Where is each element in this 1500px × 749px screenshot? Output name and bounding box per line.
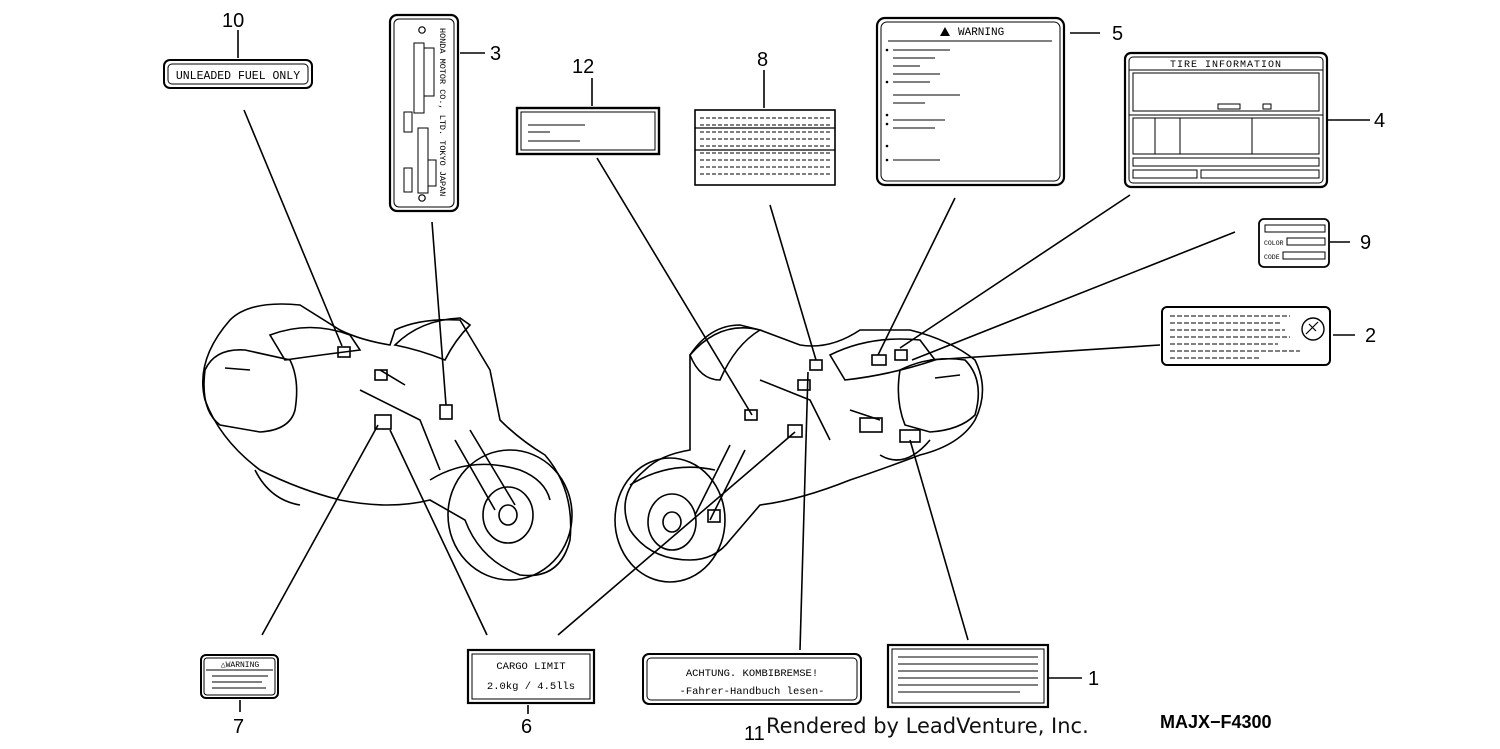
cargo-value-text: 2.0kg / 4.5lls — [487, 681, 575, 693]
label-1-plate — [886, 643, 1050, 709]
label-6-cargo-limit: CARGO LIMIT 2.0kg / 4.5lls — [466, 648, 596, 705]
color-word: COLOR — [1264, 240, 1284, 247]
callout-4: 4 — [1374, 110, 1385, 132]
code-word: CODE — [1264, 254, 1280, 261]
callout-6: 6 — [521, 716, 532, 738]
label-2-noise-emission — [1161, 306, 1331, 366]
callout-1: 1 — [1088, 668, 1099, 690]
warning-small-text: △WARNING — [221, 661, 260, 670]
callout-7: 7 — [233, 716, 244, 738]
callout-5: 5 — [1112, 23, 1123, 45]
callout-12: 12 — [572, 56, 594, 78]
callout-11: 11 — [744, 723, 765, 745]
drawing-code: MAJX−F4300 — [1160, 712, 1272, 732]
achtung-line2-text: -Fahrer-Handbuch lesen- — [680, 686, 825, 698]
label-12-plate — [515, 106, 661, 156]
unleaded-label-text: UNLEADED FUEL ONLY — [176, 70, 300, 83]
cargo-title-text: CARGO LIMIT — [496, 661, 565, 673]
leader-lines — [237, 30, 1370, 714]
callout-2: 2 — [1365, 325, 1376, 347]
warning-top-text: WARNING — [958, 27, 1004, 39]
label-4-tire-information: TIRE INFORMATION — [1123, 51, 1329, 189]
achtung-line1-text: ACHTUNG. KOMBIBREMSE! — [686, 668, 818, 680]
callout-numbers: 10 3 12 8 5 4 9 2 1 7 6 11 — [222, 10, 1385, 745]
label-7-warning-small: △WARNING — [200, 654, 279, 699]
motorcycle-right-illustration — [614, 324, 984, 583]
callout-8: 8 — [757, 49, 768, 71]
motorcycle-left-illustration — [202, 303, 573, 581]
honda-plate-text: HONDA MOTOR CO., LTD. TOKYO JAPAN — [437, 28, 447, 196]
label-5-warning: WARNING — [875, 16, 1066, 187]
label-9-color-code: COLOR CODE — [1258, 218, 1330, 268]
label-11-achtung: ACHTUNG. KOMBIBREMSE! -Fahrer-Handbuch l… — [642, 653, 862, 705]
label-8-multilingual — [694, 109, 836, 186]
callout-3: 3 — [490, 43, 501, 65]
callout-10: 10 — [222, 10, 244, 32]
callout-9: 9 — [1360, 232, 1371, 254]
label-3-honda-plate: HONDA MOTOR CO., LTD. TOKYO JAPAN — [388, 13, 460, 213]
rendered-by-credit: Rendered by LeadVenture, Inc. — [766, 714, 1089, 738]
tire-info-text: TIRE INFORMATION — [1170, 60, 1282, 71]
label-10-unleaded-fuel: UNLEADED FUEL ONLY — [163, 59, 313, 89]
